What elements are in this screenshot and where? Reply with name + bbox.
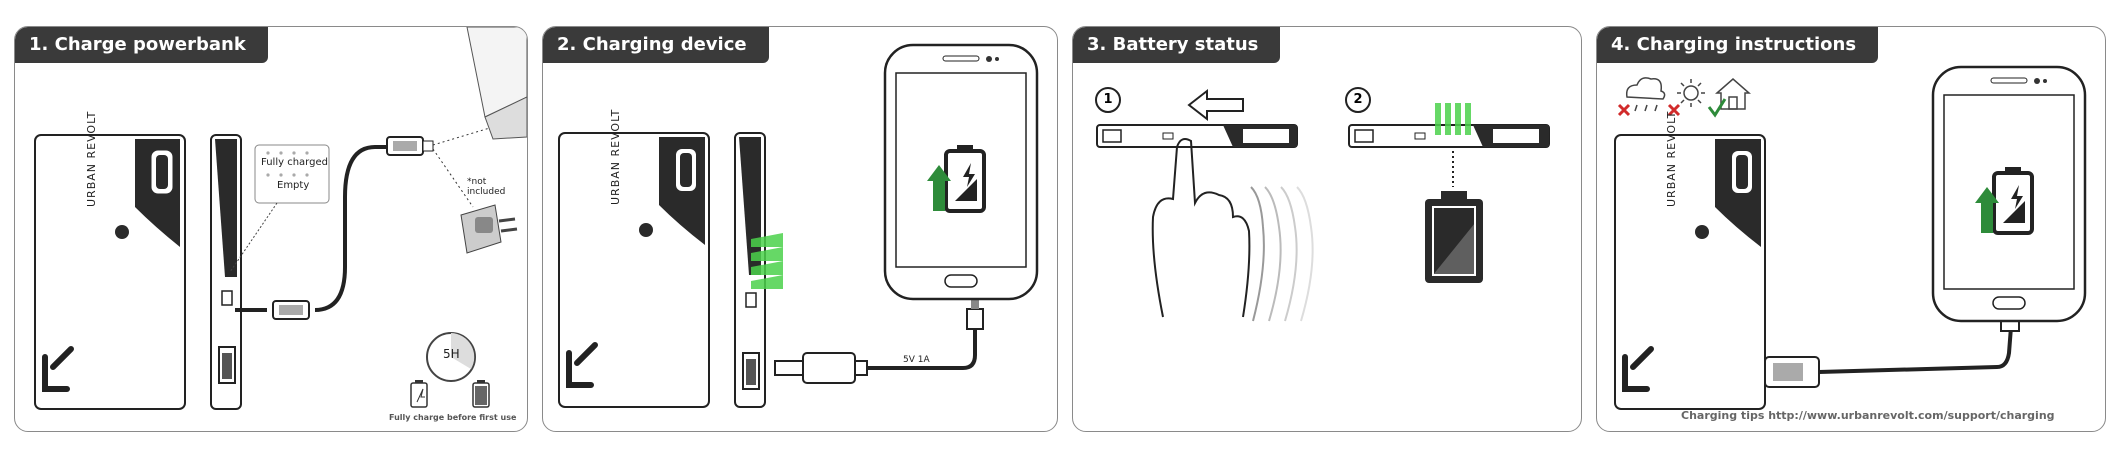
arrow-left-icon <box>1189 91 1243 119</box>
cable-spec-label: 5V 1A <box>903 355 930 365</box>
rain-cloud-icon <box>1627 78 1665 111</box>
battery-status-illustration <box>1073 27 1581 431</box>
wall-adapter-icon <box>461 205 517 253</box>
brand-vertical-text: URBAN REVOLT <box>85 97 98 207</box>
powerbank-side-view <box>1349 103 1549 147</box>
charging-device-illustration <box>543 27 1057 431</box>
panel-battery-status: 3. Battery status <box>1072 26 1582 432</box>
charging-instructions-illustration <box>1597 27 2105 431</box>
hand-icon <box>1153 139 1313 321</box>
panel-charging-instructions: 4. Charging instructions <box>1596 26 2106 432</box>
powerbank-front <box>35 135 185 409</box>
panel-charge-powerbank: 1. Charge powerbank <box>14 26 528 432</box>
powerbank-front <box>1615 135 1765 409</box>
panel-charging-device: 2. Charging device <box>542 26 1058 432</box>
battery-full-icon <box>473 380 489 407</box>
sun-icon <box>1677 79 1705 107</box>
first-use-note: Fully charge before first use <box>389 413 516 422</box>
step-2-badge: 2 <box>1345 87 1371 113</box>
not-included-label: *not included <box>467 177 527 197</box>
usb-plug-icon <box>775 353 867 383</box>
brand-vertical-text: URBAN REVOLT <box>1665 97 1678 207</box>
battery-full-icon <box>1425 191 1483 283</box>
brand-vertical-text: URBAN REVOLT <box>609 95 622 205</box>
laptop-icon <box>467 27 527 139</box>
powerbank-side <box>211 135 241 409</box>
charging-tips-link[interactable]: Charging tips http://www.urbanrevolt.com… <box>1681 409 2055 422</box>
timer-label: 5H <box>443 347 460 361</box>
powerbank-front <box>559 133 709 407</box>
cross-icon <box>1619 105 1629 115</box>
powerbank-side-view <box>1097 125 1297 147</box>
phone-icon <box>885 45 1037 299</box>
battery-charging-icon <box>411 380 427 407</box>
phone-icon <box>1933 67 2085 321</box>
step-1-badge: 1 <box>1095 87 1121 113</box>
check-icon <box>1709 99 1725 115</box>
led-fully-charged-label: Fully charged <box>261 157 328 168</box>
led-empty-label: Empty <box>277 180 309 191</box>
charge-powerbank-illustration <box>15 27 527 431</box>
